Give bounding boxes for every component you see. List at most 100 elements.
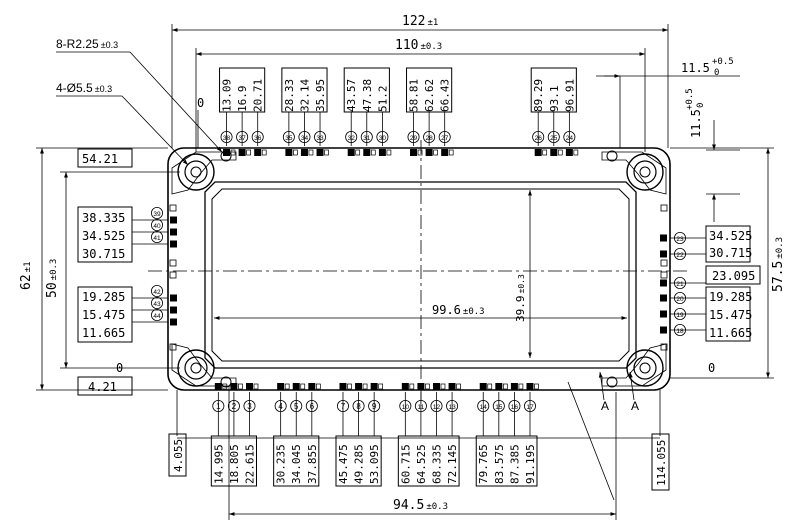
svg-text:34.525: 34.525 [709,229,752,243]
svg-text:30.715: 30.715 [709,246,752,260]
bottom-pin [495,383,503,390]
left-pin [170,240,177,248]
top-pin [425,149,433,156]
svg-text:45.475: 45.475 [337,444,350,484]
svg-text:15.475: 15.475 [82,308,125,322]
svg-text:93.1: 93.1 [548,86,561,113]
svg-text:39.9±0.3: 39.9±0.3 [514,274,527,322]
svg-text:0: 0 [708,361,715,375]
top-pin-dim: 66.43 [439,79,452,112]
pin-number-42: 42 [150,284,163,297]
svg-text:11.5: 11.5 [689,109,703,138]
left-pin [170,294,177,302]
bottom-pin [479,383,487,390]
bottom-pin [292,383,300,390]
svg-text:4.21: 4.21 [88,380,117,394]
top-pin [550,149,558,156]
bottom-pin-dim: 22.615 [243,444,256,484]
svg-text:37.855: 37.855 [306,444,319,484]
svg-text:62±1: 62±1 [19,262,34,291]
corner-radius-marks [220,150,618,388]
svg-text:79.765: 79.765 [477,444,490,484]
svg-text:114.055: 114.055 [655,440,668,486]
dimension-lines [36,24,774,520]
mounting-hole-bottom-left [177,349,215,387]
svg-text:35.95: 35.95 [314,79,327,112]
top-pin [378,149,386,156]
svg-text:87.385: 87.385 [508,444,521,484]
top-pin [441,149,449,156]
bottom-pin [277,383,285,390]
section-mark-a-2: A [631,399,639,413]
window-inner [211,188,630,362]
svg-text:34.045: 34.045 [290,444,303,484]
center-lines [148,140,690,400]
svg-text:96.91: 96.91 [563,79,576,112]
svg-text:89.29: 89.29 [532,79,545,112]
svg-text:0: 0 [696,103,706,108]
svg-text:30.235: 30.235 [275,444,288,484]
bottom-pin-dim: 72.145 [446,444,459,484]
svg-text:30.715: 30.715 [82,247,125,261]
top-pin [316,149,324,156]
bottom-pin [355,383,363,390]
top-pin [254,149,262,156]
right-pin [660,294,667,302]
svg-text:66.43: 66.43 [439,79,452,112]
right-pin [660,250,667,258]
mounting-hole-top-right [626,153,664,191]
svg-text:53.095: 53.095 [368,444,381,484]
svg-text:40: 40 [153,223,161,230]
svg-text:57.5±0.3: 57.5±0.3 [771,237,786,292]
bottom-pin [339,383,347,390]
svg-text:18: 18 [676,328,684,335]
section-mark-a-1: A [601,399,609,413]
pin-number-39: 39 [150,206,163,219]
right-pin [660,326,667,334]
bottom-pin-dim: 64.525 [415,444,428,484]
svg-text:20.71: 20.71 [252,79,265,112]
bottom-pin-dim: 34.045 [290,444,303,484]
bottom-pin [448,383,456,390]
bottom-pin-dim: 87.385 [508,444,521,484]
svg-text:22.615: 22.615 [243,444,256,484]
window-width-label: 99.6±0.3 [432,303,485,317]
svg-text:44: 44 [153,313,161,320]
top-pin [363,149,371,156]
svg-text:60.715: 60.715 [399,444,412,484]
hole-callout: 4-Ø5.5±0.3 [56,81,112,95]
pin-number-41: 41 [150,230,163,243]
window-outer [204,181,637,369]
svg-text:49.285: 49.285 [353,444,366,484]
top-pin [534,149,542,156]
svg-text:22: 22 [676,252,684,259]
svg-text:83.575: 83.575 [493,444,506,484]
svg-text:21: 21 [676,281,684,288]
bottom-pin [214,383,222,390]
svg-text:50±0.3: 50±0.3 [45,259,60,298]
top-pin-dim: 35.95 [314,79,327,112]
svg-text:11.665: 11.665 [82,326,125,340]
bottom-pin-dim: 49.285 [353,444,366,484]
top-pin [300,149,308,156]
bottom-pin-dim: 53.095 [368,444,381,484]
svg-text:41: 41 [153,235,161,242]
bottom-pin-dim: 18.805 [228,444,241,484]
top-zero-label: 0 [197,96,204,110]
bottom-pin [370,383,378,390]
window-height-label: 39.9±0.3 [514,274,527,322]
top-offset-label: 11.5 [681,61,710,75]
svg-text:11.665: 11.665 [709,326,752,340]
bottom-pin-dim: 14.995 [212,444,225,484]
bottom-pin-dim: 91.195 [524,444,537,484]
top-pin-dim: 96.91 [563,79,576,112]
svg-text:91.195: 91.195 [524,444,537,484]
top-pin-dim: 51.2 [376,86,389,113]
svg-text:28.33: 28.33 [283,79,296,112]
top-pin-dim: 43.57 [345,79,358,112]
mounting-hole-bottom-right [626,349,664,387]
bottom-pin [230,383,238,390]
svg-text:68.335: 68.335 [430,444,443,484]
